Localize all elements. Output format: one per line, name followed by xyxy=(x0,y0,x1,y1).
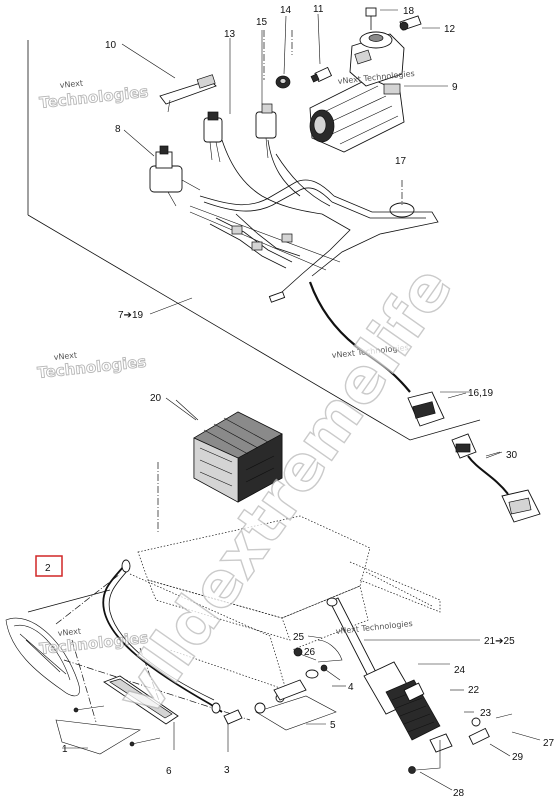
callout-13[interactable]: 13 xyxy=(224,29,236,40)
callout-9[interactable]: 9 xyxy=(452,82,458,93)
fitting-part-3 xyxy=(223,709,243,752)
sensor-part-17 xyxy=(389,180,415,218)
callout-5[interactable]: 5 xyxy=(330,720,336,731)
selected-callout-box xyxy=(35,555,63,577)
rail-part-6 xyxy=(103,675,179,750)
callout-18[interactable]: 18 xyxy=(403,6,415,17)
nut-part-26 xyxy=(293,647,303,657)
callout-22[interactable]: 22 xyxy=(468,685,480,696)
cap-part-14 xyxy=(275,75,291,89)
handle-part-10 xyxy=(159,74,217,113)
callout-4[interactable]: 4 xyxy=(348,682,354,693)
watermark-small-3: vNext xyxy=(57,627,81,638)
callout-20[interactable]: 20 xyxy=(150,393,162,404)
callout-12[interactable]: 12 xyxy=(444,24,456,35)
callout-29[interactable]: 29 xyxy=(512,752,524,763)
callout-3[interactable]: 3 xyxy=(224,765,230,776)
harness-part-30 xyxy=(451,433,541,523)
watermark-diagonal: vlldextremelife xyxy=(102,253,466,729)
callout-25[interactable]: 25 xyxy=(293,632,305,643)
air-line-network xyxy=(189,139,439,303)
compressor-part-9 xyxy=(309,31,405,153)
valve-part-13 xyxy=(203,111,223,163)
foam-part-left xyxy=(5,617,80,697)
callout-27[interactable]: 27 xyxy=(543,738,555,749)
fitting-part-11 xyxy=(310,66,333,83)
control-module-part-20 xyxy=(175,399,283,503)
valve-part-8 xyxy=(149,145,201,207)
bolt-set-part-1 xyxy=(55,705,161,755)
callout-10[interactable]: 10 xyxy=(105,40,117,51)
callout-26[interactable]: 26 xyxy=(304,647,316,658)
upper-assembly xyxy=(27,7,481,441)
callout-23[interactable]: 23 xyxy=(480,708,492,719)
watermark-small-1: vNext xyxy=(59,79,83,90)
callout-24[interactable]: 24 xyxy=(454,665,466,676)
callout-1[interactable]: 1 xyxy=(62,744,68,755)
watermark-big-1: Technologies xyxy=(39,83,150,112)
shock-absorber-assembly xyxy=(317,597,513,774)
callout-2[interactable]: 2 xyxy=(45,563,51,574)
callout-21-25[interactable]: 21➔25 xyxy=(484,636,515,647)
callout-8[interactable]: 8 xyxy=(115,124,121,135)
callout-11[interactable]: 11 xyxy=(313,4,324,15)
bolt-part-18 xyxy=(365,7,377,30)
fitting-part-12 xyxy=(399,15,422,31)
washer-part-4 xyxy=(305,664,341,681)
callout-16-19[interactable]: 16,19 xyxy=(468,388,493,399)
callout-30[interactable]: 30 xyxy=(506,450,518,461)
callout-28[interactable]: 28 xyxy=(453,788,465,799)
leader-lines xyxy=(62,9,541,791)
callout-17[interactable]: 17 xyxy=(395,156,407,167)
harness-16-19 xyxy=(308,281,467,427)
watermarks: vNext Technologies vNext Technologies vN… xyxy=(36,69,467,729)
hose-part-2 xyxy=(102,559,223,714)
callout-14[interactable]: 14 xyxy=(280,5,292,16)
callout-labels: 10 13 15 14 11 18 12 9 8 17 7➔19 16,19 2… xyxy=(45,4,555,799)
watermark-small-2: vNext xyxy=(53,351,77,362)
callout-15[interactable]: 15 xyxy=(256,17,268,28)
bracket-part-5 xyxy=(254,679,337,731)
valve-part-15 xyxy=(255,103,277,159)
callout-6[interactable]: 6 xyxy=(166,766,172,777)
callout-7-19[interactable]: 7➔19 xyxy=(118,310,144,321)
